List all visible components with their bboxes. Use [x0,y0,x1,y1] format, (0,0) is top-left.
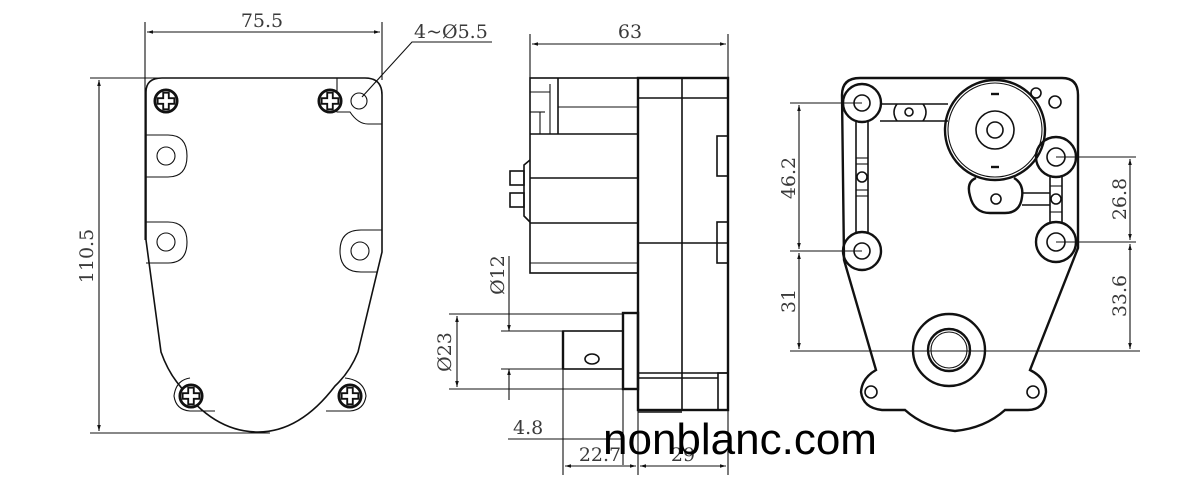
front-lug-left-lower [146,221,188,264]
front-lug-right [339,229,382,273]
dim-flat: 4.8 [513,417,543,439]
dim-left-upper-spacing: 46.2 [778,157,800,199]
dim-right-lower-spacing: 33.6 [1109,275,1131,317]
front-lug-left-upper [146,134,188,178]
dim-width: 75.5 [241,10,283,32]
dim-shaft-diameter: Ø12 [487,255,509,295]
front-plate-outline [145,77,383,433]
watermark: nonblanc.com [603,415,877,464]
dim-height: 110.5 [76,229,98,283]
screw-icon [337,383,363,409]
dim-left-lower-spacing: 31 [778,289,800,313]
screw-icon [178,383,204,409]
rear-outline [840,76,1080,433]
front-hole [350,241,370,261]
side-view: 63 Ø12 Ø23 4.8 22.7 29 [434,21,730,475]
dim-overall-length: 63 [618,21,642,43]
dim-boss-diameter: Ø23 [434,332,456,372]
screw-icon [153,88,179,114]
front-hole [156,232,176,252]
dim-shaft-length: 22.7 [579,444,621,466]
hole-callout: 4~Ø5.5 [414,21,488,43]
front-hole [156,146,176,166]
front-hole-5.5 [350,92,368,110]
front-view: 75.5 110.5 4~Ø5.5 [76,10,492,434]
dim-right-upper-spacing: 26.8 [1109,178,1131,220]
rear-view: 46.2 31 26.8 33.6 [778,76,1140,433]
screw-icon [317,88,343,114]
dim-body-length: 29 [671,444,695,466]
